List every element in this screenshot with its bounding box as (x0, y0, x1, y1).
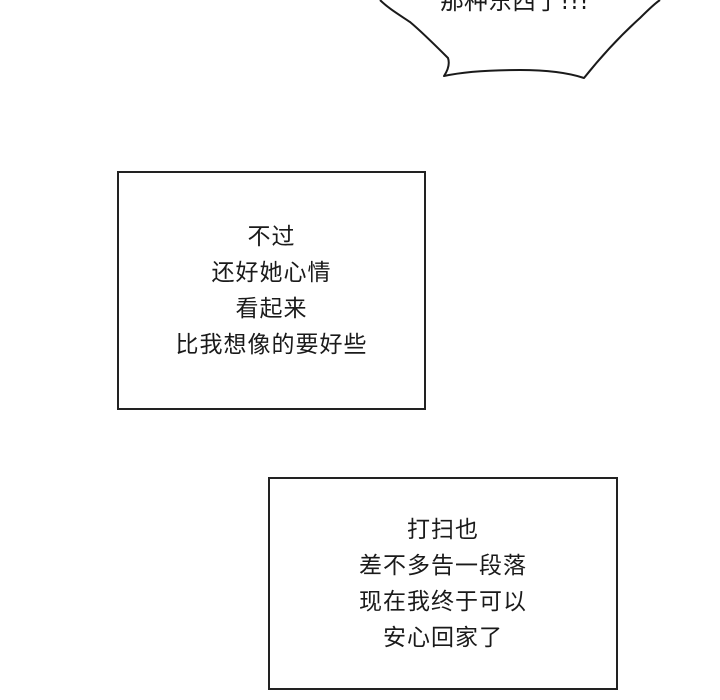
caption-line: 差不多告一段落 (359, 552, 527, 579)
caption-line: 看起来 (235, 295, 308, 322)
caption-line: 不过 (247, 223, 296, 250)
caption-line: 打扫也 (407, 516, 479, 543)
caption-box-1: 不过 还好她心情 看起来 比我想像的要好些 (117, 171, 426, 410)
caption-line: 安心回家了 (383, 624, 503, 651)
caption-line: 比我想像的要好些 (175, 331, 368, 358)
caption-box-2: 打扫也 差不多告一段落 现在我终于可以 安心回家了 (268, 477, 618, 690)
speech-bubble-outline (379, 0, 661, 79)
caption-line: 现在我终于可以 (359, 588, 527, 615)
speech-bubble-text: 那种东西了!!! (440, 0, 589, 15)
caption-line: 还好她心情 (211, 259, 332, 286)
speech-bubble: 那种东西了!!! (0, 0, 720, 90)
